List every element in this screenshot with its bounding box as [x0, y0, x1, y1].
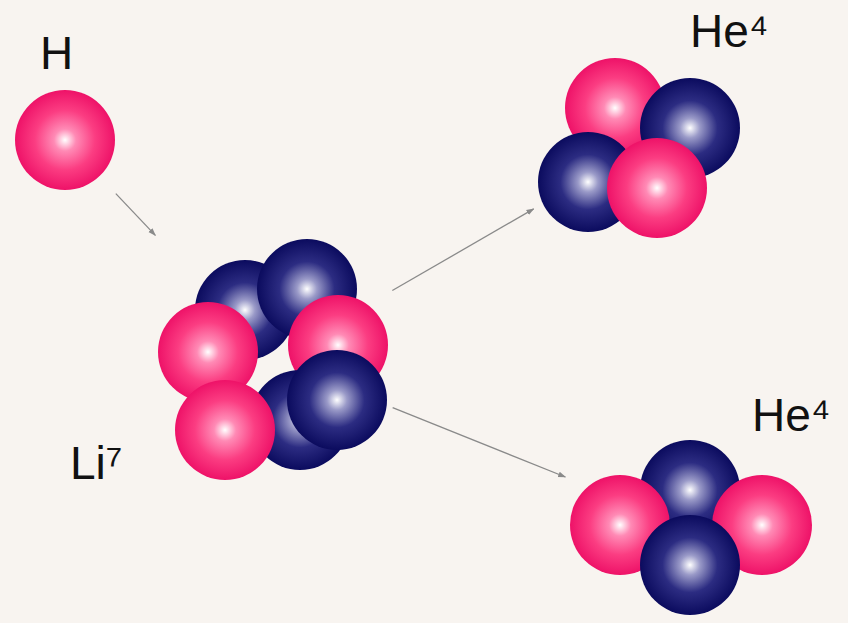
nucleus-particle: H	[15, 90, 115, 190]
nucleon-spheres	[538, 58, 740, 238]
neutron-sphere	[640, 515, 740, 615]
particle-label: He⁴	[690, 8, 769, 54]
nucleus-particle: He⁴	[570, 440, 812, 615]
particle-label: He⁴	[752, 392, 831, 438]
reaction-arrow	[392, 209, 533, 291]
particle-label: H	[40, 30, 73, 76]
proton-sphere	[607, 138, 707, 238]
nucleon-spheres	[15, 90, 115, 190]
nucleus-particle: Li⁷	[158, 239, 388, 480]
reaction-arrow	[116, 194, 156, 236]
nucleon-spheres	[158, 239, 388, 480]
neutron-sphere	[287, 350, 387, 450]
particle-label: Li⁷	[70, 440, 122, 486]
proton-sphere	[15, 90, 115, 190]
proton-sphere	[175, 380, 275, 480]
nucleus-particle: He⁴	[538, 58, 740, 238]
nucleon-spheres	[570, 440, 812, 615]
reaction-arrow	[393, 408, 566, 477]
